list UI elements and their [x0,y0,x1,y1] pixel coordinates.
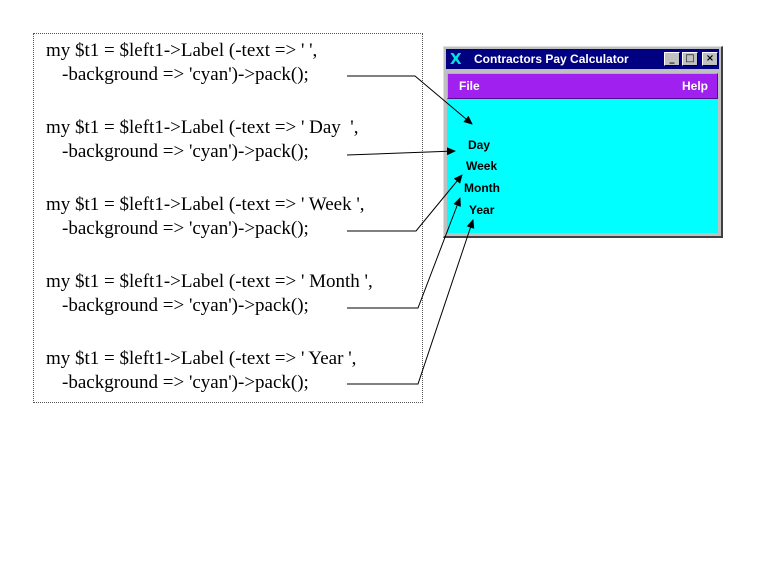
close-button[interactable]: × [702,52,718,66]
code-line-blank-pack: -background => 'cyan')->pack(); [62,64,309,85]
label-day: Day [468,138,491,152]
arrow-week-to-week-label [347,174,463,232]
arrow-month-to-month-label [347,197,461,309]
label-week: Week [466,159,498,173]
code-line-year-pack: -background => 'cyan')->pack(); [62,372,309,393]
code-line-week-pack: -background => 'cyan')->pack(); [62,218,309,239]
minimize-button[interactable]: _ [664,52,680,66]
code-line-week-label: my $t1 = $left1->Label (-text => ' Week … [46,194,365,215]
arrow-day-to-day-label [346,147,456,156]
code-line-month-pack: -background => 'cyan')->pack(); [62,295,309,316]
arrow-year-to-year-label [347,219,475,385]
arrow-blank-to-empty-label [347,75,473,125]
menu-help[interactable]: Help [681,79,708,93]
window-titlebar[interactable]: X Contractors Pay Calculator _ □ × [446,49,719,69]
label-month: Month [464,181,500,195]
window-title: Contractors Pay Calculator [474,52,629,66]
app-window: X Contractors Pay Calculator _ □ × File … [443,46,723,238]
code-listing-box [33,33,423,403]
label-year: Year [469,203,495,217]
window-client-area: Day Week Month Year [447,99,718,233]
code-line-blank-label: my $t1 = $left1->Label (-text => ' ', [46,40,318,61]
code-line-day-pack: -background => 'cyan')->pack(); [62,141,309,162]
code-line-year-label: my $t1 = $left1->Label (-text => ' Year … [46,348,357,369]
menu-file[interactable]: File [459,79,480,93]
maximize-button[interactable]: □ [682,52,698,66]
menu-bar: File Help [447,73,718,99]
app-x-icon: X [450,50,462,68]
code-line-month-label: my $t1 = $left1->Label (-text => ' Month… [46,271,373,292]
code-line-day-label: my $t1 = $left1->Label (-text => ' Day '… [46,117,359,138]
